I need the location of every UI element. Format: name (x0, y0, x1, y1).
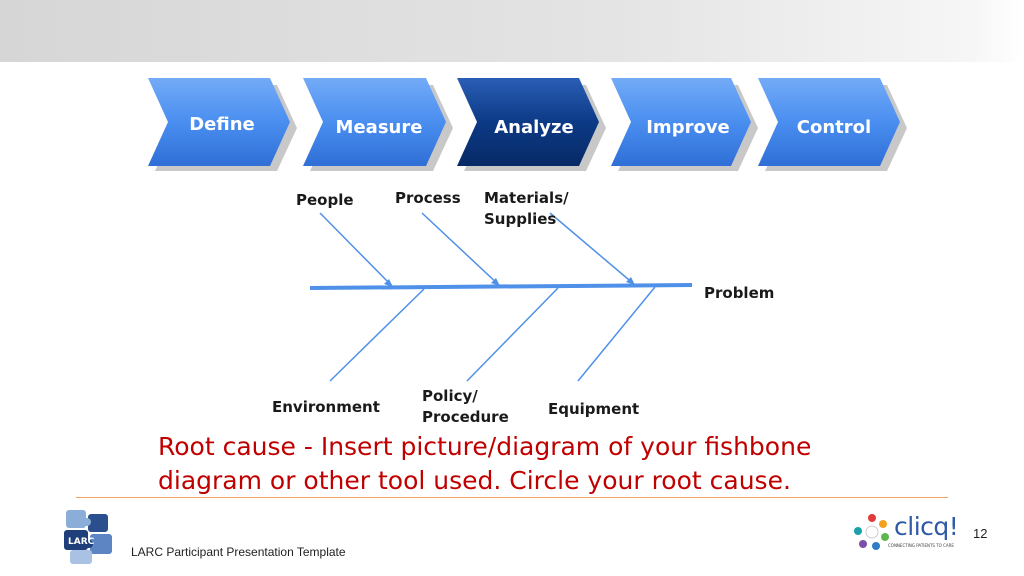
bone-equipment (577, 286, 656, 382)
cause-people-label: People (296, 191, 354, 209)
bone-policy (466, 287, 559, 382)
clicq-logo: clicq! CONNECTING PATIENTS TO CARE (852, 510, 959, 554)
page-number: 12 (973, 526, 988, 541)
cause-equipment-label: Equipment (548, 400, 640, 418)
effect-problem-label: Problem (704, 284, 775, 302)
cause-environment-label: Environment (272, 398, 380, 416)
bone-materials (549, 212, 636, 286)
step-measure-label: Measure (336, 117, 423, 138)
bone-process (421, 212, 501, 287)
step-define-label: Define (189, 114, 255, 135)
clicq-tagline: CONNECTING PATIENTS TO CARE (888, 543, 954, 548)
larc-logo-text: LARC (68, 537, 95, 547)
root-cause-instruction: Root cause - Insert picture/diagram of y… (158, 432, 812, 495)
clicq-people-mark (854, 514, 889, 550)
cause-policy-label: Policy/ Procedure (422, 387, 509, 426)
step-improve-label: Improve (646, 117, 730, 138)
footer-template-name: LARC Participant Presentation Template (131, 545, 346, 559)
bone-materials-arrow (626, 277, 635, 285)
clicq-wordmark: clicq! (894, 512, 959, 541)
dmaic-process-bar: Define Measure Analyze Improve Control (148, 78, 907, 171)
footer-divider (76, 497, 948, 498)
bone-people (319, 212, 394, 288)
cause-process-label: Process (395, 189, 461, 207)
step-improve: Improve (611, 78, 758, 171)
larc-logo: LARC (60, 506, 118, 566)
fishbone-spine (309, 283, 693, 290)
bone-people-arrow (384, 279, 393, 287)
step-analyze: Analyze (457, 78, 606, 171)
step-control: Control (758, 78, 907, 171)
step-measure: Measure (303, 78, 453, 171)
bone-process-arrow (491, 278, 500, 286)
cause-materials-label: Materials/ Supplies (484, 189, 569, 228)
header-band (0, 0, 1024, 62)
step-control-label: Control (797, 117, 871, 138)
step-analyze-label: Analyze (494, 117, 573, 138)
bone-environment (329, 288, 425, 382)
step-define: Define (148, 78, 297, 171)
